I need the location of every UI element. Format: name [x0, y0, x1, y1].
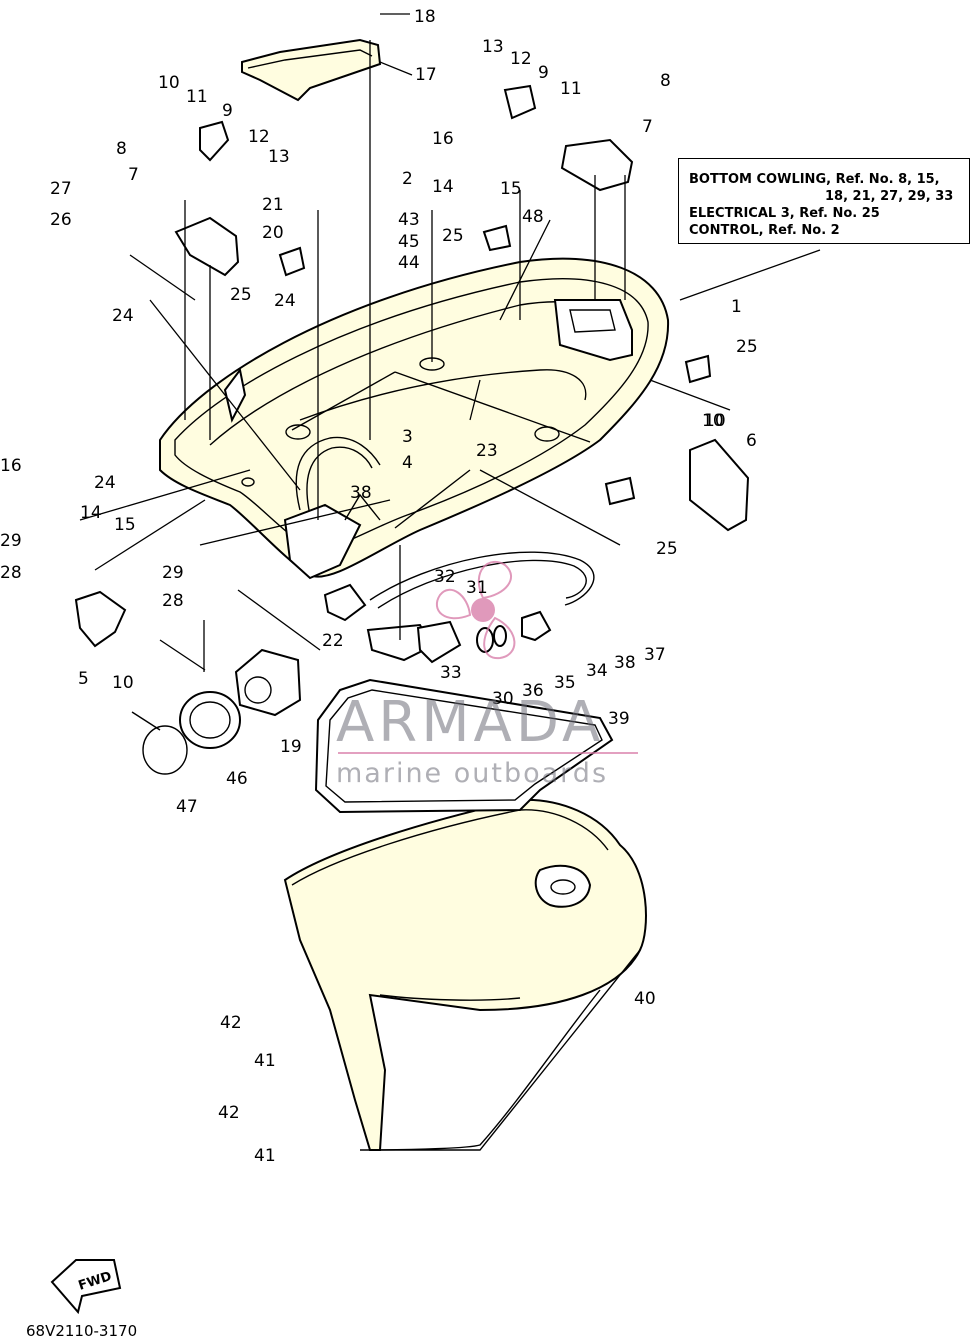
- callout-number: 10: [158, 73, 180, 93]
- note-line-1: BOTTOM COWLING, Ref. No. 8, 15,: [689, 172, 940, 187]
- callout-number: 28: [0, 563, 22, 583]
- note-line-2: 18, 21, 27, 29, 33: [825, 189, 954, 204]
- callout-number: 13: [268, 147, 290, 167]
- leader-lines: [79, 13, 821, 672]
- callout-number: 13: [482, 37, 504, 57]
- fwd-arrow: FWD: [50, 1259, 122, 1315]
- callout-number: 21: [262, 195, 284, 215]
- callout-number: 11: [186, 87, 208, 107]
- reference-note: BOTTOM COWLING, Ref. No. 8, 15, 18, 21, …: [678, 158, 970, 244]
- callout-number: 10: [112, 673, 134, 693]
- callout-number: 23: [476, 441, 498, 461]
- watermark-propeller-icon: [435, 560, 516, 660]
- callout-number: 24: [94, 473, 116, 493]
- callout-number: 14: [432, 177, 454, 197]
- rubber-seal: [314, 678, 614, 814]
- callout-number: 29: [0, 531, 22, 551]
- top-plate: [241, 38, 382, 102]
- callout-number: 2: [402, 169, 413, 189]
- callout-number: 10: [704, 411, 726, 431]
- front-cover: [283, 798, 647, 1151]
- callout-number: 42: [218, 1103, 240, 1123]
- callout-number: 25: [442, 226, 464, 246]
- callout-number: 25: [230, 285, 252, 305]
- callout-number: 9: [222, 101, 233, 121]
- callout-number: 46: [226, 769, 248, 789]
- small-parts: [74, 84, 750, 775]
- watermark-brand: ARMADA: [336, 690, 605, 755]
- watermark-rule: [338, 752, 638, 754]
- callout-number: 15: [114, 515, 136, 535]
- callout-number: 7: [128, 165, 139, 185]
- callout-number: 6: [746, 431, 757, 451]
- callout-number: 10: [702, 411, 724, 431]
- callout-number: 38: [614, 653, 636, 673]
- callout-number: 32: [434, 567, 456, 587]
- callout-number: 35: [554, 673, 576, 693]
- callout-number: 28: [162, 591, 184, 611]
- callout-number: 40: [634, 989, 656, 1009]
- callout-number: 29: [162, 563, 184, 583]
- callout-number: 26: [50, 210, 72, 230]
- bottom-cowling-pan: [159, 257, 670, 580]
- callout-number: 24: [274, 291, 296, 311]
- callout-number: 22: [322, 631, 344, 651]
- callout-number: 7: [642, 117, 653, 137]
- callout-number: 36: [522, 681, 544, 701]
- callout-number: 3: [402, 427, 413, 447]
- callout-number: 44: [398, 253, 420, 273]
- callout-number: 34: [586, 661, 608, 681]
- callout-number: 47: [176, 797, 198, 817]
- callout-number: 18: [414, 7, 436, 27]
- callout-number: 16: [0, 456, 22, 476]
- callout-number: 12: [510, 49, 532, 69]
- callout-number: 25: [656, 539, 678, 559]
- callout-number: 41: [254, 1146, 276, 1166]
- callout-number: 15: [500, 179, 522, 199]
- diagram-code: 68V2110-3170: [26, 1322, 138, 1340]
- callout-number: 27: [50, 179, 72, 199]
- callout-number: 5: [78, 669, 89, 689]
- callout-number: 14: [80, 503, 102, 523]
- callout-number: 17: [415, 65, 437, 85]
- callout-number: 42: [220, 1013, 242, 1033]
- callout-number: 12: [248, 127, 270, 147]
- callout-number: 19: [280, 737, 302, 757]
- callout-number: 45: [398, 232, 420, 252]
- callout-number: 9: [538, 63, 549, 83]
- callout-number: 39: [608, 709, 630, 729]
- callout-number: 33: [440, 663, 462, 683]
- callout-number: 30: [492, 689, 514, 709]
- callout-number: 31: [466, 578, 488, 598]
- watermark-tagline: marine outboards: [336, 758, 609, 789]
- callout-number: 8: [116, 139, 127, 159]
- callout-number: 48: [522, 207, 544, 227]
- callout-number: 38: [350, 483, 372, 503]
- callout-number: 11: [560, 79, 582, 99]
- callout-number: 43: [398, 210, 420, 230]
- callout-number: 4: [402, 453, 413, 473]
- callout-number: 8: [660, 71, 671, 91]
- callout-number: 37: [644, 645, 666, 665]
- callout-number: 20: [262, 223, 284, 243]
- note-line-4: CONTROL, Ref. No. 2: [689, 223, 840, 238]
- callout-number: 41: [254, 1051, 276, 1071]
- callout-numbers: 1234567788991010101011111212131314141515…: [0, 7, 758, 1166]
- callout-number: 1: [731, 297, 742, 317]
- callout-number: 25: [736, 337, 758, 357]
- note-line-3: ELECTRICAL 3, Ref. No. 25: [689, 206, 880, 221]
- callout-number: 24: [112, 306, 134, 326]
- callout-number: 16: [432, 129, 454, 149]
